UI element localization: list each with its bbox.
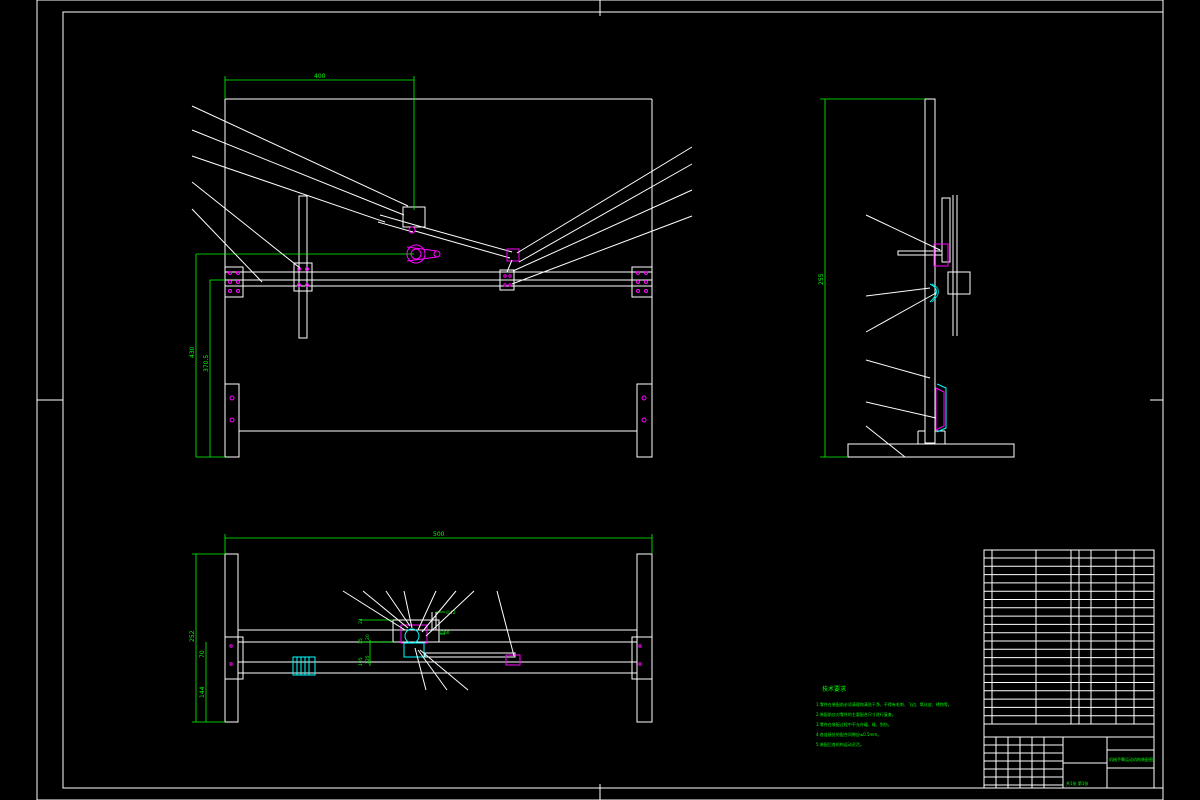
dim-top-d1: 70 [199,650,206,658]
note-item: 4.各连接处的配合间隙应≤0.5mm。 [816,731,881,737]
dim-top-detail-1: 24 [358,618,364,624]
dim-top-detail-5: 125 [365,655,371,664]
dim-top-detail-2: 20 [365,634,371,640]
dim-top-detail-3: 25 [358,638,364,644]
front-view: 400 430 370.5 [189,73,693,458]
dim-top-d2: 144 [199,686,206,698]
note-item: 1.零件在装配前必须清理和清洗干净，不得有毛刺、飞边、氧化皮、锈蚀等。 [816,701,952,707]
note-item: 2.装配前应对零件的主要配合尺寸进行复查。 [816,711,896,717]
sheet-number: 共1张 第1张 [1066,780,1088,786]
dim-top-detail-4: 105 [358,657,364,666]
title-block: 机械手臂运动机构装配图 共1张 第1张 [983,723,1155,789]
top-view: 500 252 70 144 24 20 25 105 125 ∅42 ∅60 [189,531,653,723]
dim-front-top-width: 400 [314,73,326,80]
dim-front-height-total: 430 [189,346,196,358]
note-item: 3.零件在装配过程中不允许磕、碰、划伤。 [816,721,892,727]
sheet-border [36,0,1164,800]
dim-top-width: 500 [433,531,445,538]
side-view: 255 [818,98,1015,458]
note-item: 5.装配后各机构运动灵活。 [816,741,864,747]
dim-top-detail-7: ∅60 [440,630,450,636]
dim-front-height-inner: 370.5 [203,355,210,372]
dim-top-height: 252 [189,630,196,642]
parts-list [983,549,1155,725]
notes-title: 技术要求 [822,685,846,693]
drawing-title: 机械手臂运动机构装配图 [1109,756,1153,762]
technical-notes: 技术要求 1.零件在装配前必须清理和清洗干净，不得有毛刺、飞边、氧化皮、锈蚀等。… [816,685,952,747]
dim-side-height: 255 [818,273,825,285]
